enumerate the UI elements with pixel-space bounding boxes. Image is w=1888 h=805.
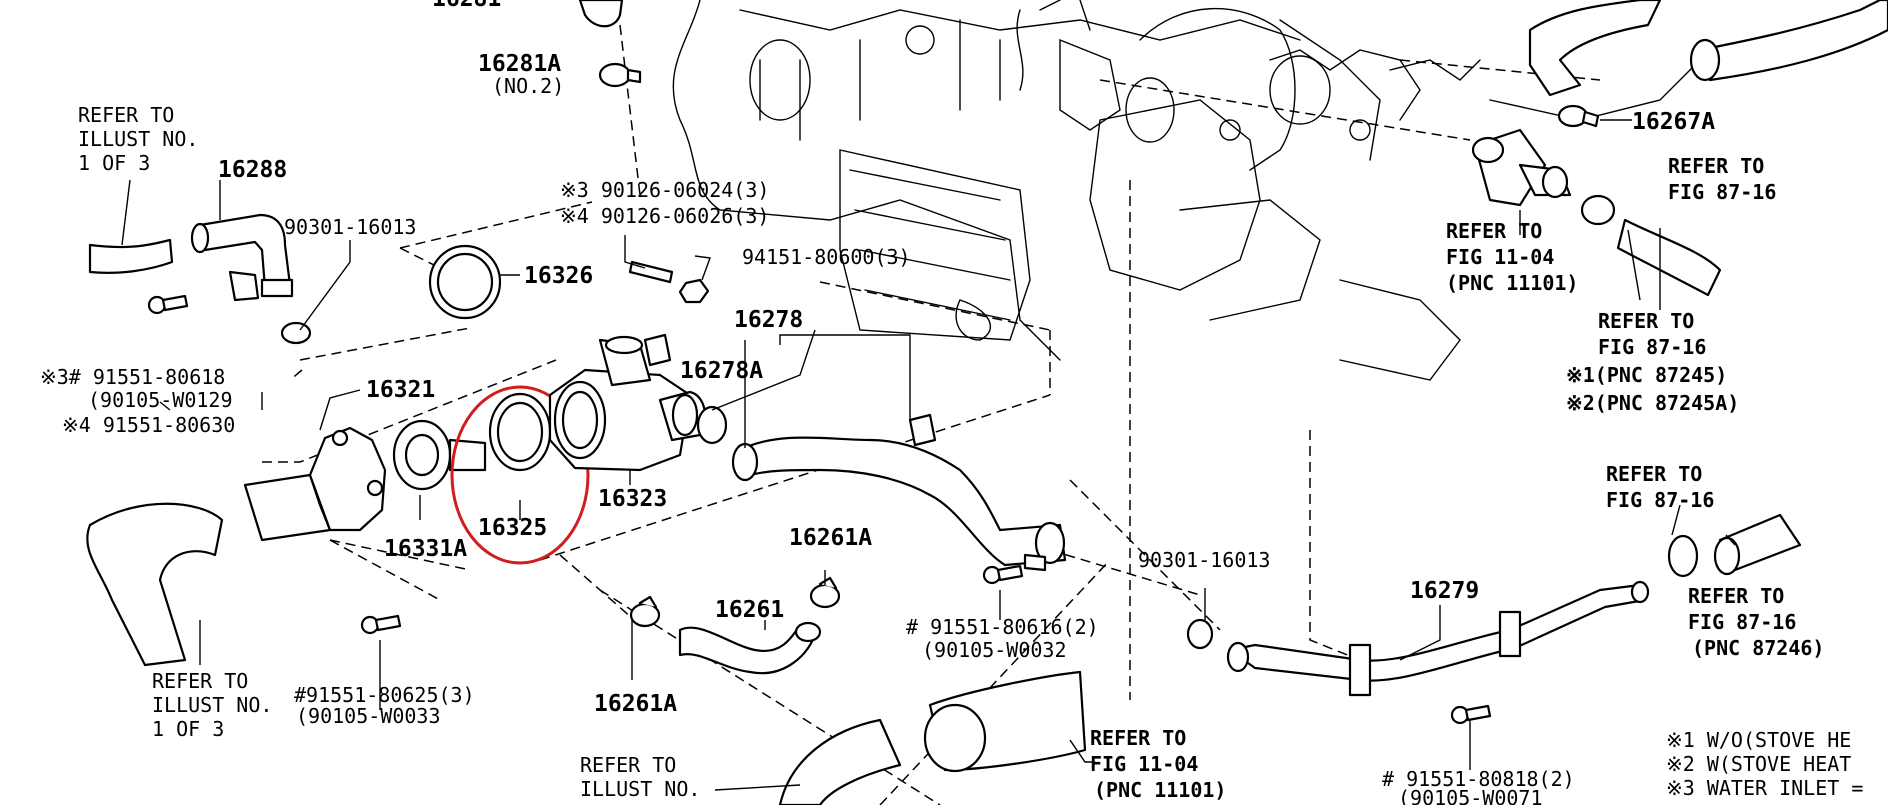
refer-illust-bottom-2: ILLUST NO. bbox=[580, 777, 700, 801]
o-ring-16278A bbox=[696, 405, 728, 445]
refer-fig8716-d-1: REFER TO bbox=[1688, 584, 1784, 608]
gasket-16326 bbox=[428, 244, 502, 320]
label-91551-80625: #91551-80625(3) bbox=[294, 683, 475, 707]
label-90105-W0129: (90105-W0129 bbox=[88, 388, 233, 412]
refer-fig8716-b-1: REFER TO bbox=[1598, 309, 1694, 333]
refer-fig1104-top-2: FIG 11-04 bbox=[1446, 245, 1554, 269]
label-16261A-top: 16261A bbox=[789, 525, 872, 551]
housing-16323 bbox=[548, 333, 707, 472]
thermostat-16331A bbox=[392, 419, 487, 491]
label-16288: 16288 bbox=[218, 157, 287, 183]
hose-16281 bbox=[578, 0, 624, 28]
footnote-3: ※3 WATER INLET = bbox=[1666, 776, 1863, 800]
label-16331A: 16331A bbox=[384, 536, 467, 562]
refer-fig1104-top-1: REFER TO bbox=[1446, 219, 1542, 243]
refer-fig8716-d-2: FIG 87-16 bbox=[1688, 610, 1796, 634]
refer-fig8716-b-4: ※2(PNC 87245A) bbox=[1566, 391, 1739, 415]
label-16326: 16326 bbox=[524, 263, 593, 289]
refer-illust-bl-2: ILLUST NO. bbox=[152, 693, 272, 717]
part-number-labels: 16281 16281A (NO.2) 16288 90301-16013 ※3… bbox=[40, 0, 1715, 805]
clamp-16267A bbox=[1557, 104, 1600, 128]
label-90301-16013-bottom: 90301-16013 bbox=[1138, 548, 1270, 572]
refer-illust-bl-1: REFER TO bbox=[152, 669, 248, 693]
refer-fig1104-bottom-3: (PNC 11101) bbox=[1094, 778, 1226, 802]
leader-lines bbox=[121, 119, 1736, 791]
refer-fig1104-bottom-1: REFER TO bbox=[1090, 726, 1186, 750]
label-90105-W0071: (90105-W0071 bbox=[1398, 786, 1543, 805]
refer-fig8716-b-2: FIG 87-16 bbox=[1598, 335, 1706, 359]
label-90105-W0032: (90105-W0032 bbox=[922, 638, 1067, 662]
hose-11101-bottom bbox=[923, 670, 1087, 773]
refer-illust-bottom-1: REFER TO bbox=[580, 753, 676, 777]
label-16321: 16321 bbox=[366, 377, 435, 403]
water-inlet-16321 bbox=[243, 426, 387, 542]
reference-labels: REFER TO ILLUST NO. 1 OF 3 REFER TO ILLU… bbox=[78, 103, 1824, 802]
bolt-91551-80625 bbox=[360, 614, 402, 635]
label-16281A-sub: (NO.2) bbox=[492, 74, 564, 98]
hose-87245 bbox=[1616, 218, 1722, 297]
refer-illust-tl-1: REFER TO bbox=[78, 103, 174, 127]
clamp-16281A bbox=[598, 62, 642, 88]
label-16278: 16278 bbox=[734, 307, 803, 333]
engine-block-outline bbox=[672, 0, 1761, 381]
label-94151-80600: 94151-80600(3) bbox=[742, 245, 911, 269]
label-90105-W0033: (90105-W0033 bbox=[296, 704, 441, 728]
hose-illust-bottom bbox=[778, 718, 902, 805]
label-16267A: 16267A bbox=[1632, 109, 1715, 135]
label-91551-80616: # 91551-80616(2) bbox=[906, 615, 1099, 639]
o-ring-90301-16013-top bbox=[280, 321, 312, 345]
dashed-relation-lines bbox=[262, 24, 1601, 805]
footnote-2: ※2 W(STOVE HEAT bbox=[1666, 752, 1851, 776]
refer-fig1104-bottom-2: FIG 11-04 bbox=[1090, 752, 1198, 776]
tee-fitting-11101 bbox=[1471, 128, 1572, 207]
refer-fig8716-a-1: REFER TO bbox=[1668, 154, 1764, 178]
highlight-circle-16325 bbox=[450, 385, 590, 565]
label-90126-06026: ※4 90126-06026(3) bbox=[560, 204, 769, 228]
clamp-16261A-bottom bbox=[629, 595, 661, 628]
footnotes: ※1 W/O(STOVE HE ※2 W(STOVE HEAT ※3 WATER… bbox=[1666, 728, 1863, 800]
bolt-91551-80616 bbox=[982, 564, 1024, 585]
hose-87246 bbox=[1667, 513, 1802, 578]
refer-fig8716-d-3: (PNC 87246) bbox=[1692, 636, 1824, 660]
label-90126-06024: ※3 90126-06024(3) bbox=[560, 178, 769, 202]
hose-lower-left bbox=[86, 502, 224, 667]
o-ring-90301-16013-bottom bbox=[1186, 618, 1214, 650]
label-16261A-bottom: 16261A bbox=[594, 691, 677, 717]
refer-illust-bl-3: 1 OF 3 bbox=[152, 717, 224, 741]
label-16278A: 16278A bbox=[680, 358, 763, 384]
refer-fig8716-a-2: FIG 87-16 bbox=[1668, 180, 1776, 204]
footnote-1: ※1 W/O(STOVE HE bbox=[1666, 728, 1851, 752]
refer-fig1104-top-3: (PNC 11101) bbox=[1446, 271, 1578, 295]
refer-illust-tl-3: 1 OF 3 bbox=[78, 151, 150, 175]
hose-upper-right bbox=[1528, 0, 1888, 97]
label-91551-80618: ※3# 91551-80618 bbox=[40, 365, 225, 389]
bolt-91551-80818 bbox=[1450, 704, 1492, 725]
label-16281A: 16281A bbox=[478, 51, 561, 77]
hose-16261 bbox=[678, 621, 822, 675]
hose-16288-left bbox=[88, 238, 174, 274]
label-16323: 16323 bbox=[598, 486, 667, 512]
label-16325: 16325 bbox=[478, 515, 547, 541]
refer-fig8716-c-1: REFER TO bbox=[1606, 462, 1702, 486]
label-16261: 16261 bbox=[715, 597, 784, 623]
pipe-16288 bbox=[190, 213, 294, 302]
label-16279: 16279 bbox=[1410, 578, 1479, 604]
refer-fig8716-c-2: FIG 87-16 bbox=[1606, 488, 1714, 512]
hose-16278 bbox=[731, 413, 1067, 572]
gasket-16325 bbox=[488, 392, 552, 472]
clamp-16261A-top bbox=[809, 576, 841, 609]
label-90301-16013-top: 90301-16013 bbox=[284, 215, 416, 239]
label-91551-80818: # 91551-80818(2) bbox=[1382, 767, 1575, 791]
refer-fig8716-b-3: ※1(PNC 87245) bbox=[1566, 363, 1727, 387]
nut-94151 bbox=[678, 278, 710, 304]
bolt-91551-80618 bbox=[147, 294, 189, 315]
refer-illust-tl-2: ILLUST NO. bbox=[78, 127, 198, 151]
pipe-16279 bbox=[1226, 580, 1650, 697]
label-91551-80630: ※4 91551-80630 bbox=[62, 413, 235, 437]
label-16281: 16281 bbox=[432, 0, 501, 12]
clamp-87-16-upper bbox=[1580, 194, 1616, 226]
